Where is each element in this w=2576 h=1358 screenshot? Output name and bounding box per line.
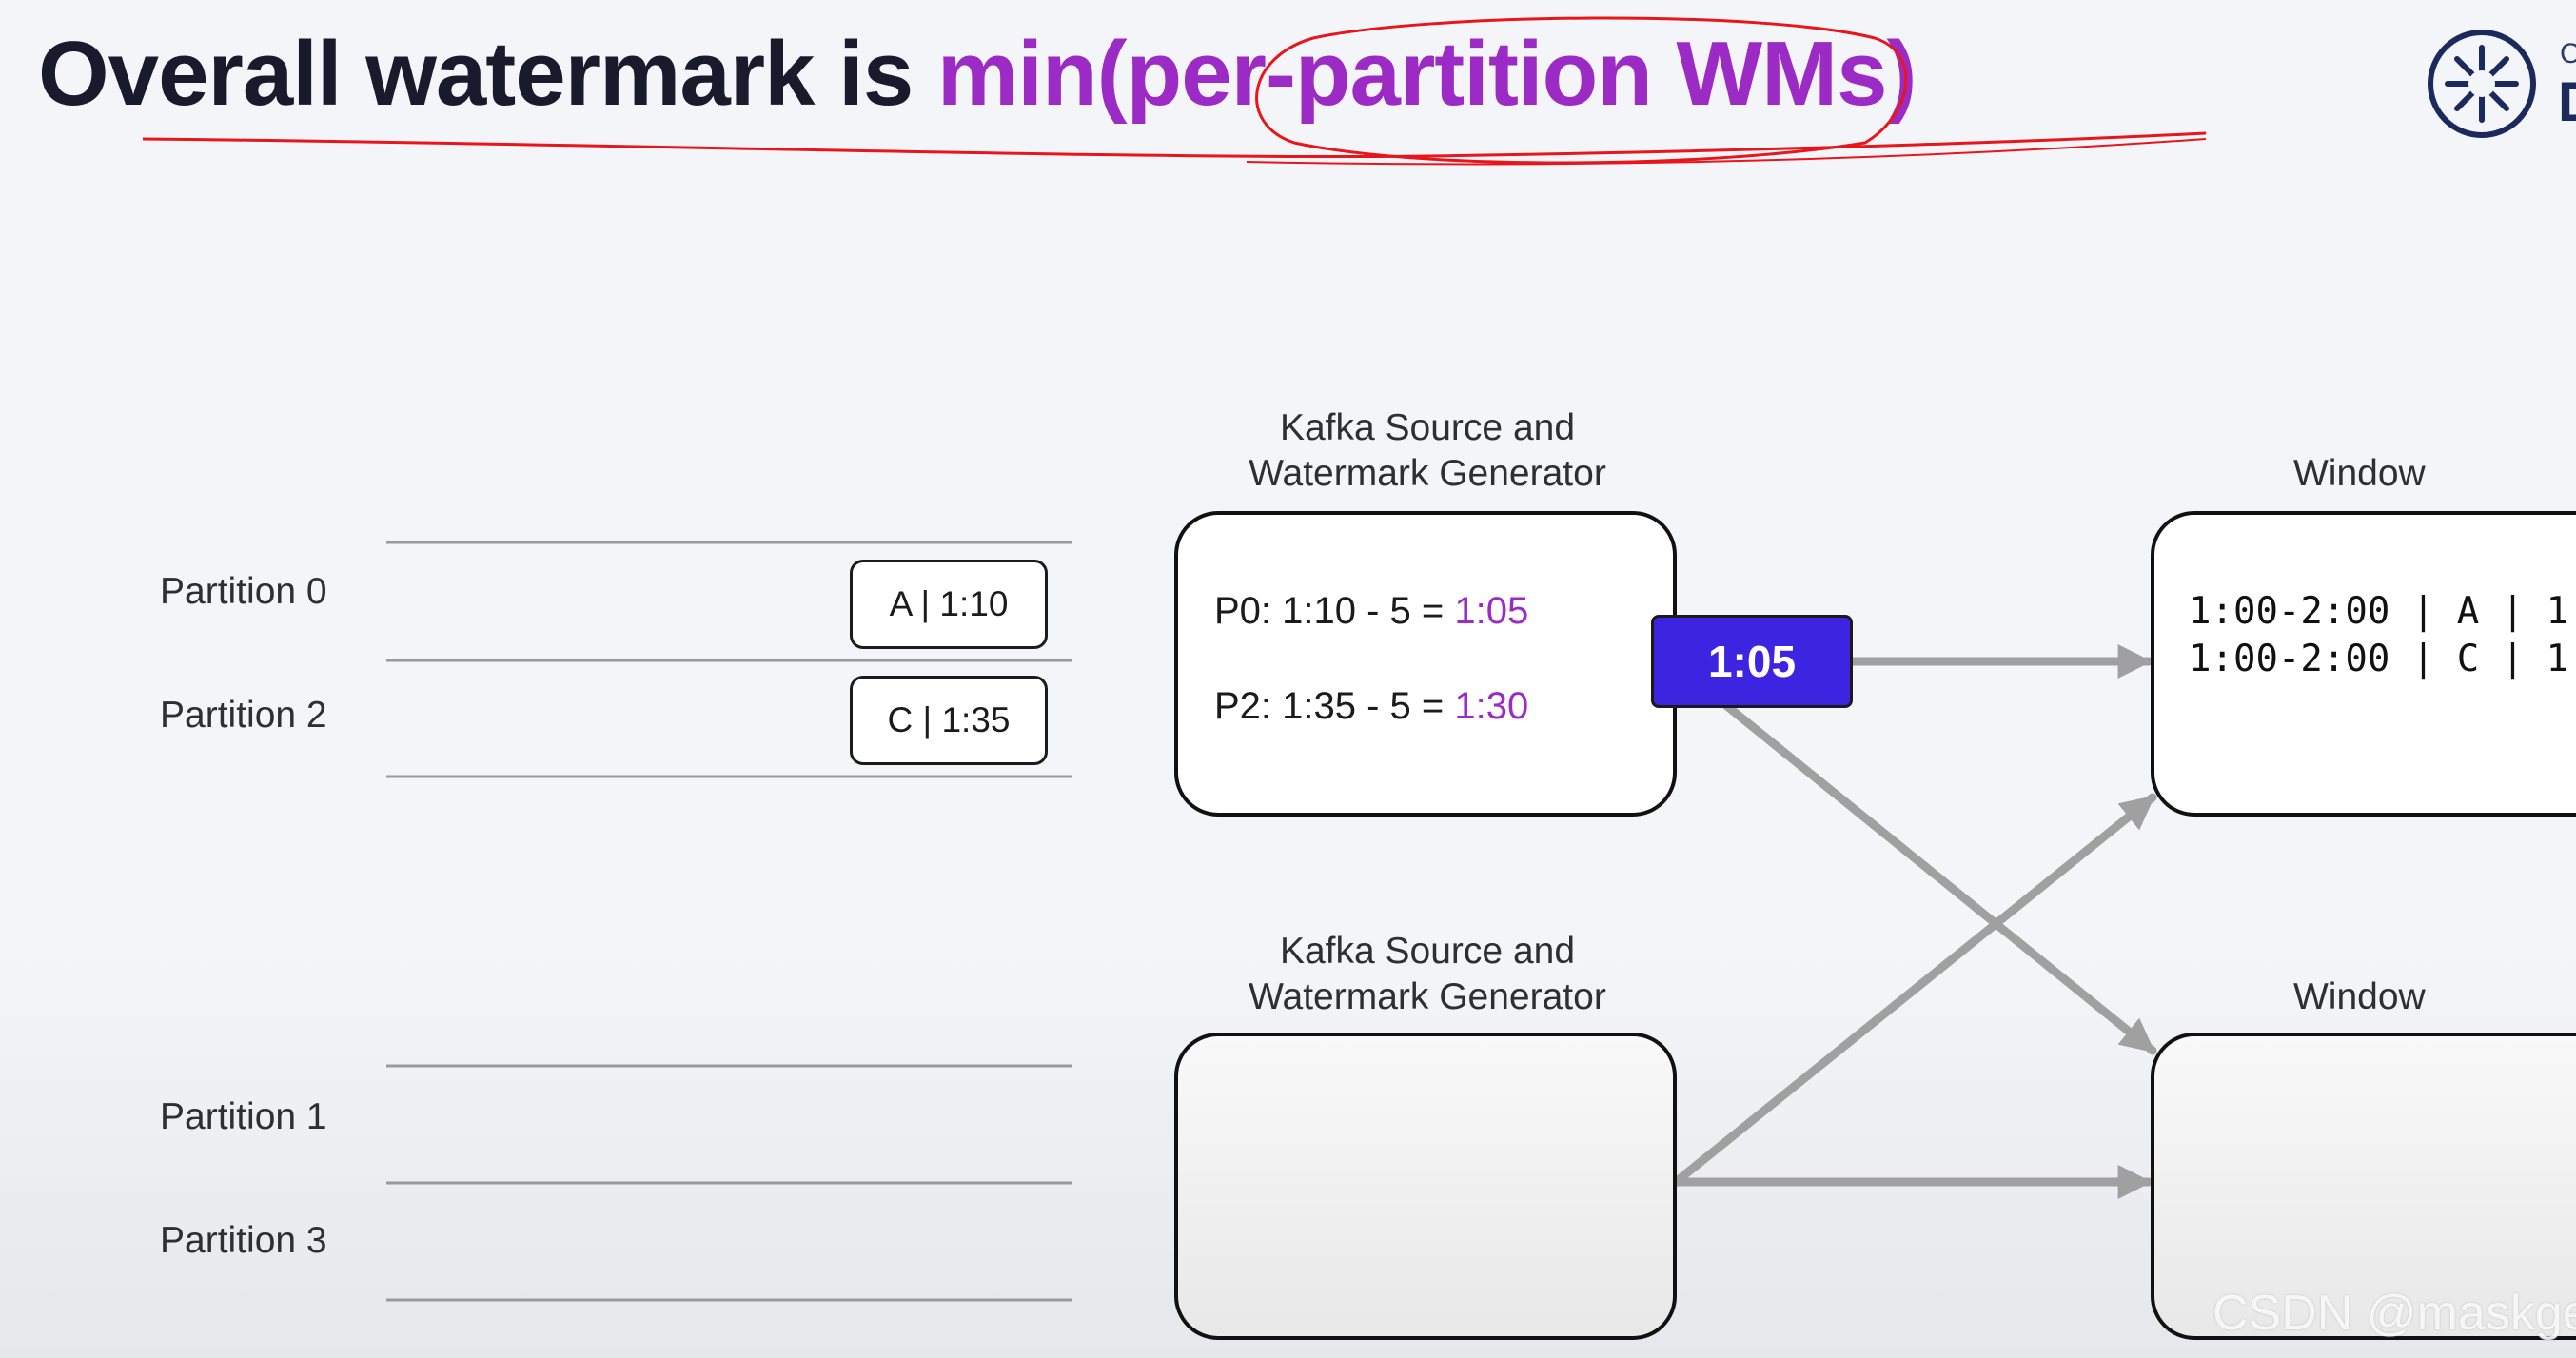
arrow-source0-window1	[1718, 698, 2157, 1055]
window-row: 1:00-2:00 | A | 1	[2189, 590, 2569, 633]
source-box-0	[1174, 511, 1677, 817]
partition-label-3: Partition 3	[160, 1220, 327, 1261]
source-label-1: Kafka Source and Watermark Generator	[1249, 931, 1606, 1017]
partition-label-2: Partition 2	[160, 695, 327, 736]
watermark-calc-p0: P0: 1:10 - 5 = 1:05	[1214, 590, 1529, 632]
source-box-1	[1174, 1033, 1677, 1340]
partition-label-1: Partition 1	[160, 1096, 327, 1137]
footer-watermark: CSDN @maskge	[2212, 1286, 2576, 1341]
window-box-0	[2151, 511, 2576, 817]
window-label-1: Window	[2293, 976, 2426, 1017]
title-prefix: Overall watermark is	[38, 23, 937, 125]
title-accent: min(per-partition WMs)	[936, 23, 1917, 125]
partition-label-0: Partition 0	[160, 571, 327, 612]
annotation-underline	[142, 131, 2207, 159]
window-label-0: Window	[2293, 453, 2426, 494]
watermark-badge: 1:05	[1651, 615, 1853, 708]
logo-text-small: C	[2560, 38, 2576, 69]
annotation-circle	[1255, 16, 1908, 165]
annotation-underline-2	[1246, 138, 2207, 166]
window-row: 1:00-2:00 | C | 1	[2189, 638, 2569, 680]
source-label-0: Kafka Source and Watermark Generator	[1249, 407, 1606, 494]
page-title: Overall watermark is min(per-partition W…	[38, 17, 1917, 131]
arrow-source1-window0	[1671, 793, 2157, 1187]
window-box-1	[2151, 1033, 2576, 1340]
record-a: A | 1:10	[850, 560, 1048, 649]
logo-icon	[2428, 30, 2536, 138]
record-c: C | 1:35	[850, 676, 1048, 765]
logo-text-large: D	[2558, 70, 2576, 134]
watermark-calc-p2: P2: 1:35 - 5 = 1:30	[1214, 685, 1529, 727]
